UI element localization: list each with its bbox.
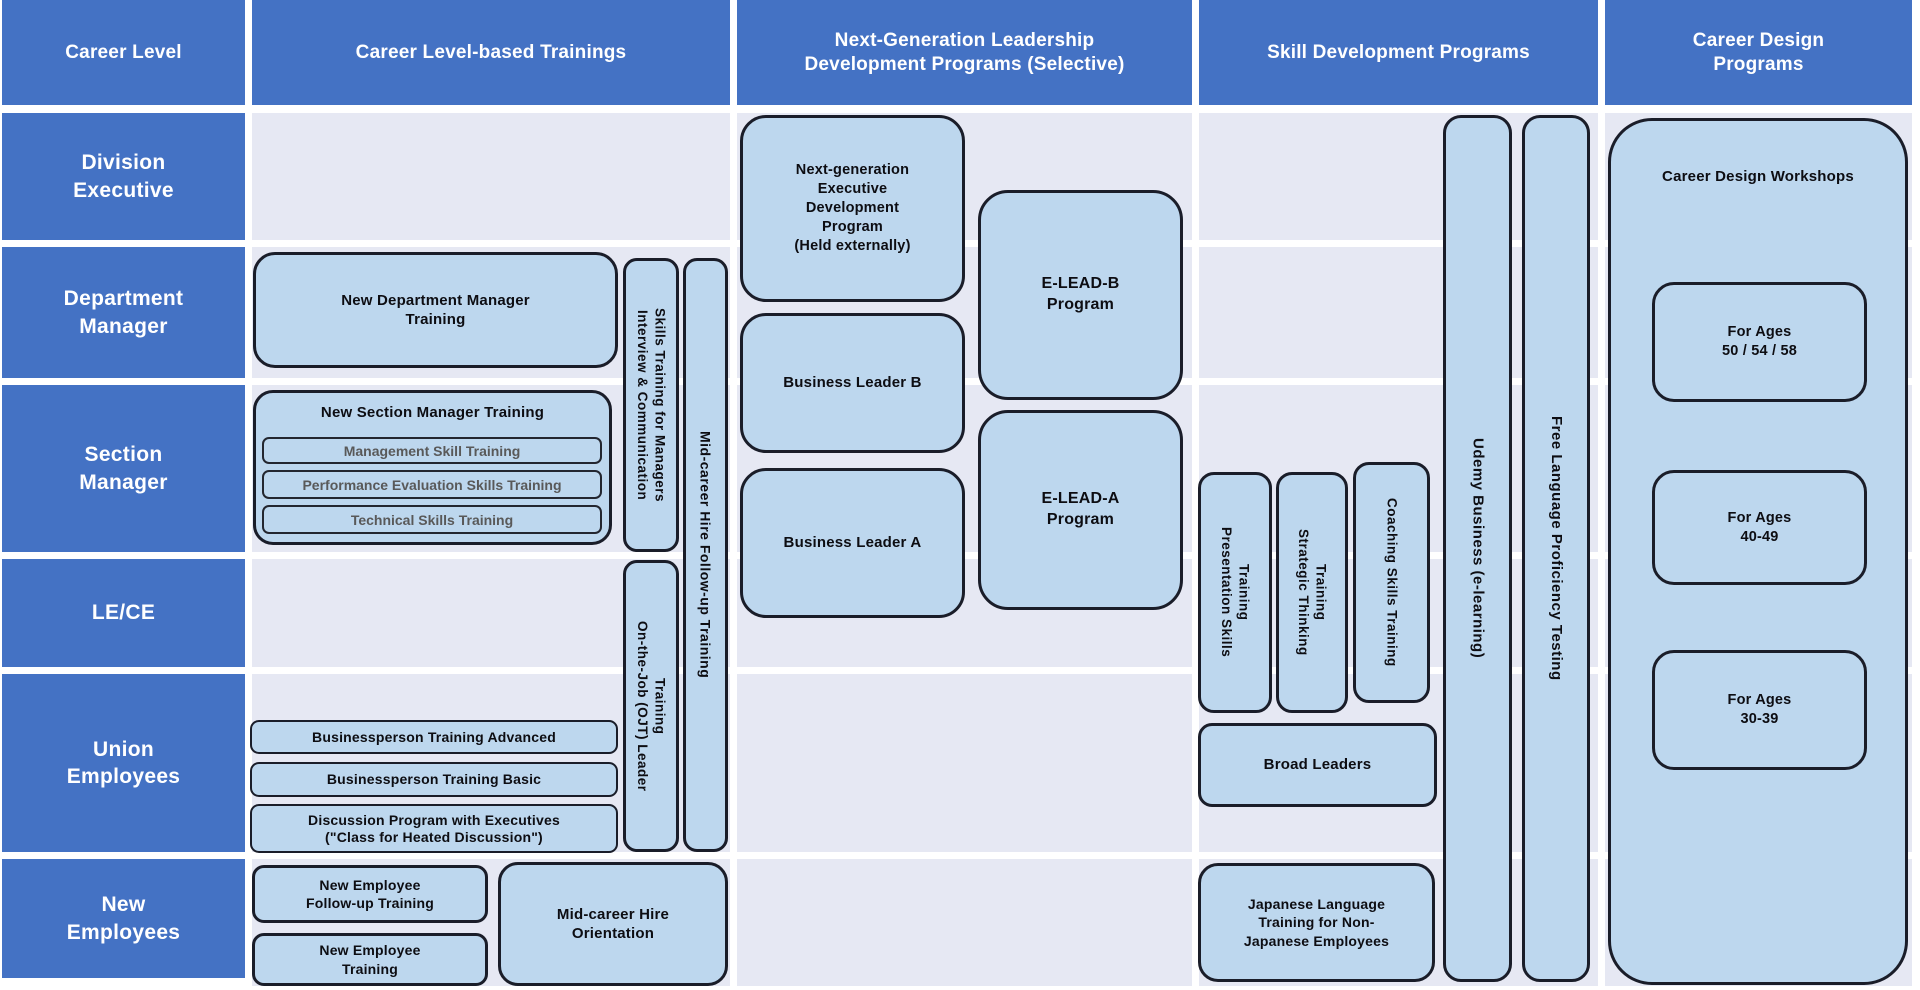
- box-management-skill-training: Management Skill Training: [262, 437, 602, 464]
- row-label-le-ce: LE/CE: [91, 601, 156, 625]
- box-broad-leaders: Broad Leaders: [1198, 723, 1437, 807]
- box-new-employee-follow-up-training: New Employee Follow-up Training: [252, 865, 488, 923]
- row-separator: [0, 667, 1920, 674]
- box-next-generation-executive-development-program: Next-generation Executive Development Pr…: [740, 115, 965, 302]
- box-technical-skills-training: Technical Skills Training: [262, 505, 602, 534]
- vertical-text: Mid-career Hire Follow-up Training: [697, 431, 714, 679]
- header-career-level: Career Level: [2, 0, 245, 105]
- vertical-text: Udemy Business (e-learning): [1469, 438, 1487, 659]
- box-for-ages-40-49: For Ages 40-49: [1652, 470, 1867, 585]
- box-mid-career-hire-orientation: Mid-career Hire Orientation: [498, 862, 728, 986]
- box-new-department-manager-training: New Department Manager Training: [253, 252, 618, 368]
- box-new-employee-training: New Employee Training: [252, 933, 488, 986]
- box-businessperson-training-basic: Businessperson Training Basic: [250, 762, 618, 797]
- box-businessperson-training-advanced: Businessperson Training Advanced: [250, 720, 618, 754]
- box-coaching-skills-training: Coaching Skills Training: [1353, 462, 1430, 703]
- box-e-lead-a-program: E-LEAD-A Program: [978, 410, 1183, 610]
- box-udemy-business-elearning: Udemy Business (e-learning): [1443, 115, 1512, 982]
- box-mid-career-hire-follow-up-training: Mid-career Hire Follow-up Training: [683, 258, 728, 852]
- box-label: New Section Manager Training: [320, 404, 545, 421]
- career-design-workshops-label: Career Design Workshops: [1662, 168, 1854, 185]
- box-for-ages-30-39: For Ages 30-39: [1652, 650, 1867, 770]
- vertical-text: Free Language Proficiency Testing: [1547, 416, 1565, 681]
- box-business-leader-b: Business Leader B: [740, 313, 965, 453]
- box-discussion-program-with-executives: Discussion Program with Executives ("Cla…: [250, 804, 618, 853]
- vertical-text: Strategic Thinking Training: [1296, 529, 1329, 656]
- row-label-union-employees: Union Employees: [66, 737, 181, 788]
- career-level-column: [2, 113, 245, 978]
- box-e-lead-b-program: E-LEAD-B Program: [978, 190, 1183, 400]
- row-label-department-manager: Department Manager: [63, 287, 184, 338]
- header-leadership-programs: Next-Generation Leadership Development P…: [737, 0, 1192, 105]
- box-free-language-proficiency-testing: Free Language Proficiency Testing: [1522, 115, 1590, 982]
- header-career-level-trainings: Career Level-based Trainings: [252, 0, 730, 105]
- box-performance-evaluation-skills-training: Performance Evaluation Skills Training: [262, 470, 602, 499]
- vertical-text: Coaching Skills Training: [1384, 498, 1400, 667]
- row-label-new-employees: New Employees: [66, 893, 181, 944]
- row-label-section-manager: Section Manager: [79, 443, 168, 494]
- header-career-design: Career Design Programs: [1605, 0, 1912, 105]
- row-label-division-executive: Division Executive: [73, 151, 174, 202]
- header-skill-programs: Skill Development Programs: [1199, 0, 1598, 105]
- box-japanese-language-training: Japanese Language Training for Non- Japa…: [1198, 863, 1435, 982]
- box-presentation-skills-training: Presentation Skills Training: [1198, 472, 1272, 713]
- row-separator: [0, 852, 1920, 859]
- vertical-text: Interview & Communication Skills Trainin…: [635, 307, 668, 503]
- vertical-text: On-the-Job (OJT) Leader Training: [635, 620, 668, 792]
- box-for-ages-50-54-58: For Ages 50 / 54 / 58: [1652, 282, 1867, 402]
- box-ojt-leader-training: On-the-Job (OJT) Leader Training: [623, 560, 679, 852]
- box-interview-communication-skills-training: Interview & Communication Skills Trainin…: [623, 258, 679, 552]
- vertical-text: Presentation Skills Training: [1219, 527, 1252, 658]
- box-business-leader-a: Business Leader A: [740, 468, 965, 618]
- box-strategic-thinking-training: Strategic Thinking Training: [1276, 472, 1348, 713]
